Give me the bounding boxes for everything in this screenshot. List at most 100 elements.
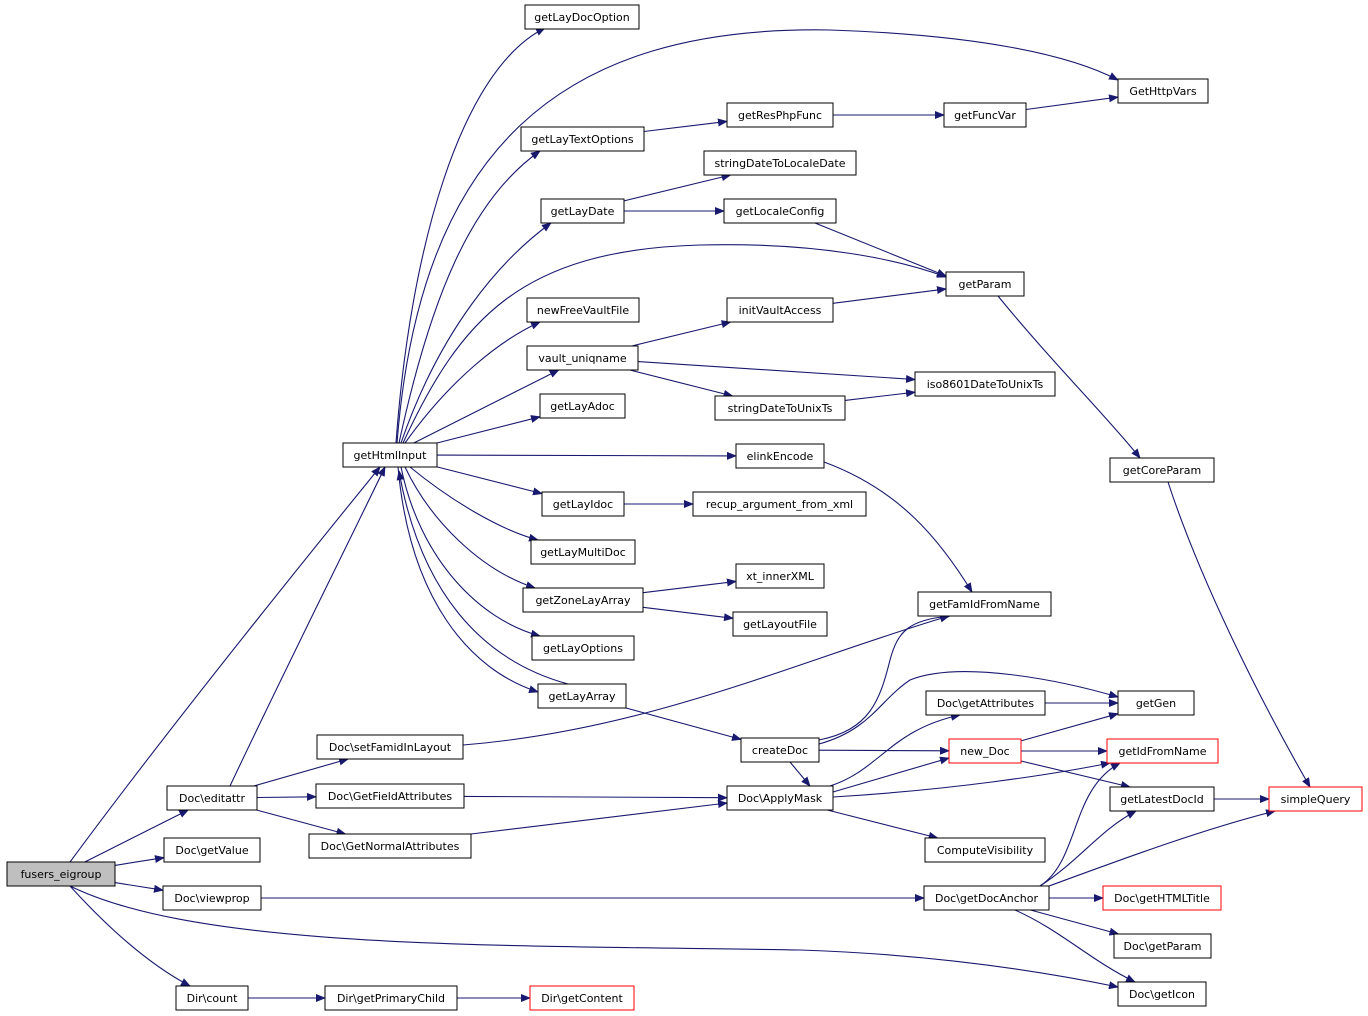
edge-getHtmlInput-to-getZoneLayArray [404,466,536,589]
node-xt_innerXML[interactable]: xt_innerXML [735,563,825,589]
node-getLayDocOption[interactable]: getLayDocOption [524,4,640,30]
node-label: GetHttpVars [1129,85,1196,98]
node-label: iso8601DateToUnixTs [927,378,1044,391]
node-box [540,198,625,224]
node-label: fusers_eigroup [21,868,102,881]
node-ComputeVisibility[interactable]: ComputeVisibility [924,837,1046,863]
node-label: Doc\getHTMLTitle [1114,892,1210,905]
node-label: new_Doc [960,745,1009,758]
node-elinkEncode[interactable]: elinkEncode [735,443,825,469]
edge-getFuncVar-to-GetHttpVars [1025,94,1119,111]
edge-DocGetDocAnchor-to-DocGetIcon [1014,909,1136,983]
node-getLayAdoc[interactable]: getLayAdoc [539,393,626,419]
edge-fusers_eigroup-to-DocGetIcon [69,885,1119,990]
node-createDoc[interactable]: createDoc [740,737,820,763]
node-box [541,491,625,517]
node-box [943,102,1027,128]
node-iso8601DateToUnixTs[interactable]: iso8601DateToUnixTs [914,371,1056,397]
node-initVaultAccess[interactable]: initVaultAccess [726,297,834,323]
node-box [735,443,825,469]
node-getLatestDocId[interactable]: getLatestDocId [1109,786,1215,812]
node-recup_argument_from_xml[interactable]: recup_argument_from_xml [692,491,867,517]
node-DocGetIcon[interactable]: Doc\getIcon [1117,981,1207,1007]
edge-DocApplyMask-to-DocGetAttributes [829,712,961,787]
node-box [1102,885,1222,911]
edge-DocApplyMask-to-getIdFromName [832,760,1111,798]
node-box [1113,933,1212,959]
node-label: initVaultAccess [739,304,822,317]
node-getResPhpFunc[interactable]: getResPhpFunc [726,102,834,128]
edge-DocGetDocAnchor-to-DocGetParam [1030,909,1120,936]
edge-new_Doc-to-getLatestDocId [1020,760,1131,789]
node-stringDateToLocaleDate[interactable]: stringDateToLocaleDate [703,150,857,176]
edge-DocApplyMask-to-new_Doc [832,756,950,793]
node-box [162,885,262,911]
node-DocGetNormalAttributes[interactable]: Doc\GetNormalAttributes [308,833,472,859]
node-box [732,611,828,637]
node-DocEditattr[interactable]: Doc\editattr [166,785,258,811]
node-getLayTextOptions[interactable]: getLayTextOptions [520,126,645,152]
node-DocGetAttributes[interactable]: Doc\getAttributes [925,690,1046,716]
node-simpleQuery[interactable]: simpleQuery [1268,786,1363,812]
node-DirCount[interactable]: Dir\count [175,985,249,1011]
node-label: Doc\getAttributes [937,697,1035,710]
node-label: getLayOptions [543,642,623,655]
edge-createDoc-to-new_Doc [818,746,950,755]
node-vault_uniqname[interactable]: vault_uniqname [526,345,639,371]
node-label: Dir\getPrimaryChild [337,992,445,1005]
node-label: Doc\getParam [1124,940,1202,953]
edge-vault_uniqname-to-stringDateToUnixTs [629,369,734,398]
node-getIdFromName[interactable]: getIdFromName [1106,738,1219,764]
node-DocGetHTMLTitle[interactable]: Doc\getHTMLTitle [1102,885,1222,911]
node-DocGetFieldAttributes[interactable]: Doc\GetFieldAttributes [315,783,465,809]
edge-getParam-to-getCoreParam [997,295,1141,459]
node-getHtmlInput[interactable]: getHtmlInput [342,442,438,468]
node-DocGetValue[interactable]: Doc\getValue [163,837,261,863]
node-getCoreParam[interactable]: getCoreParam [1109,457,1215,483]
edge-vault_uniqname-to-iso8601DateToUnixTs [637,361,916,383]
node-label: Doc\viewprop [174,892,249,905]
node-label: xt_innerXML [746,570,815,583]
node-box [342,442,438,468]
node-label: Doc\setFamidInLayout [329,741,452,754]
node-DocViewprop[interactable]: Doc\viewprop [162,885,262,911]
node-getLayOptions[interactable]: getLayOptions [531,635,635,661]
node-getLocaleConfig[interactable]: getLocaleConfig [723,198,837,224]
node-DocGetDocAnchor[interactable]: Doc\getDocAnchor [923,885,1050,911]
node-getFamIdFromName[interactable]: getFamIdFromName [917,591,1052,617]
node-DirGetContent[interactable]: Dir\getContent [529,985,635,1011]
edge-DocGetDocAnchor-to-getLatestDocId [1039,810,1137,887]
edge-fusers_eigroup-to-getHtmlInput [69,466,381,863]
node-DirGetPrimaryChild[interactable]: Dir\getPrimaryChild [324,985,458,1011]
node-DocApplyMask[interactable]: Doc\ApplyMask [726,785,834,811]
node-label: Dir\getContent [541,992,623,1005]
node-getLayIdoc[interactable]: getLayIdoc [541,491,625,517]
node-getGen[interactable]: getGen [1117,690,1195,716]
node-DocSetFamidInLayout[interactable]: Doc\setFamidInLayout [316,734,464,760]
node-getLayArray[interactable]: getLayArray [537,683,627,709]
node-box [308,833,472,859]
node-stringDateToUnixTs[interactable]: stringDateToUnixTs [714,395,846,421]
node-box [531,635,635,661]
edge-getHtmlInput-to-GetHttpVars [396,29,1119,444]
node-newFreeVaultFile[interactable]: newFreeVaultFile [526,297,640,323]
node-label: getHtmlInput [354,449,428,462]
edge-getHtmlInput-to-getLayOptions [400,466,541,638]
edge-DocGetDocAnchor-to-getIdFromName [1039,762,1121,887]
node-DocGetParam[interactable]: Doc\getParam [1113,933,1212,959]
edge-getHtmlInput-to-getLayDocOption [395,27,546,444]
node-GetHttpVars[interactable]: GetHttpVars [1117,78,1209,104]
node-label: elinkEncode [747,450,814,463]
node-getLayMultiDoc[interactable]: getLayMultiDoc [530,539,636,565]
node-new_Doc[interactable]: new_Doc [948,738,1022,764]
edge-getLayArray-to-getHtmlInput [396,470,569,685]
node-getZoneLayArray[interactable]: getZoneLayArray [522,587,644,613]
node-label: getZoneLayArray [535,594,631,607]
node-fusers_eigroup[interactable]: fusers_eigroup [6,861,116,887]
node-box [1117,981,1207,1007]
node-getParam[interactable]: getParam [945,271,1025,297]
node-getFuncVar[interactable]: getFuncVar [943,102,1027,128]
node-box [917,591,1052,617]
node-getLayoutFile[interactable]: getLayoutFile [732,611,828,637]
node-getLayDate[interactable]: getLayDate [540,198,625,224]
